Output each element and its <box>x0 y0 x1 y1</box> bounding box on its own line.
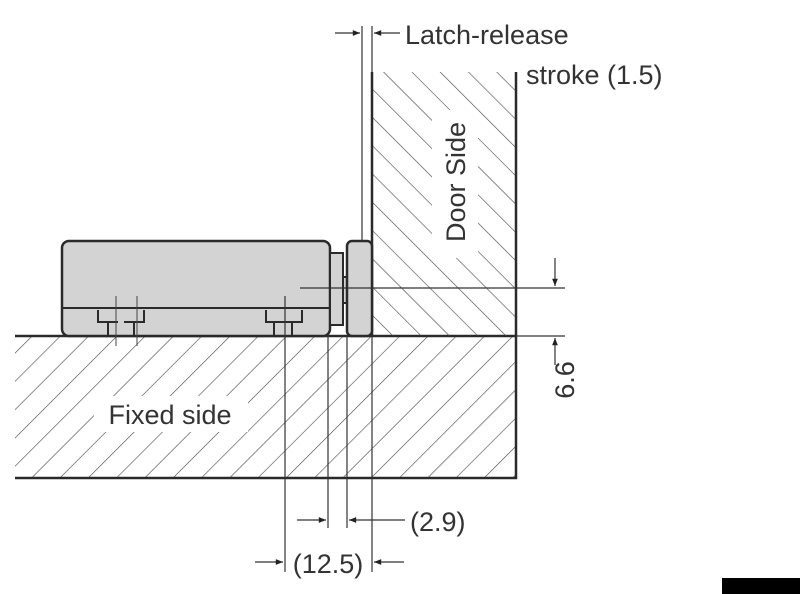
fixed-side-label: Fixed side <box>108 400 231 430</box>
fixed-side-label-bg <box>94 396 248 432</box>
dimension-2-9: (2.9) <box>410 507 466 537</box>
fixed-side-block <box>15 334 518 480</box>
door-side-block <box>370 72 518 336</box>
dimension-lines <box>255 26 565 572</box>
latch-release-label: Latch-release <box>405 20 569 50</box>
latch-release-stroke-label: stroke (1.5) <box>526 60 663 90</box>
door-side-label: Door Side <box>441 122 471 242</box>
black-bar <box>722 578 800 594</box>
dimension-12-5: (12.5) <box>293 549 364 579</box>
catch-body <box>60 239 374 346</box>
dimension-6-6: 6.6 <box>550 361 580 399</box>
